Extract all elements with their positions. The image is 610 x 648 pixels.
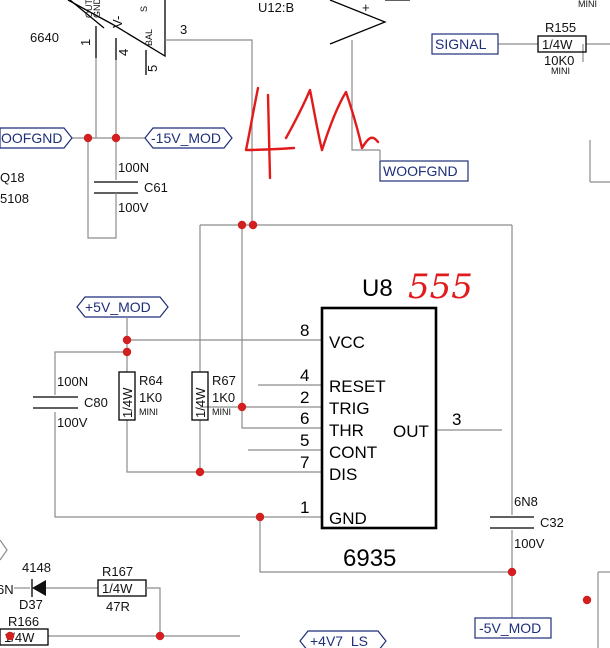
c61-ref: C61 xyxy=(144,180,168,195)
c32-voltage: 100V xyxy=(514,536,545,551)
q18-ref: Q18 xyxy=(0,170,25,185)
mini-top-right: MINI xyxy=(578,0,597,9)
q18-value: 5108 xyxy=(0,191,29,206)
r155-value: 10K0 xyxy=(544,53,574,68)
resistor-r67: 1/4W R67 1K0 MINI xyxy=(191,371,236,421)
d37-ref: D37 xyxy=(19,597,43,612)
u8-pin-name-cont: CONT xyxy=(329,443,377,462)
resistor-r64: 1/4W R64 1K0 MINI xyxy=(118,371,163,421)
net-woofgnd-left: OOFGND xyxy=(0,127,73,149)
u8-pin-name-vcc: VCC xyxy=(329,333,365,352)
c80-value: 100N xyxy=(57,374,88,389)
svg-text:WOOFGND: WOOFGND xyxy=(383,163,458,179)
c32-value: 6N8 xyxy=(514,494,538,509)
u8-pin-name-dis: DIS xyxy=(329,465,357,484)
resistor-r167: R167 1/4W 47R xyxy=(97,564,147,614)
opamp-pin-out-label: OUT xyxy=(84,0,94,18)
opamp-pin-gnd-label: GND xyxy=(92,0,102,18)
u8-pin-name-trig: TRIG xyxy=(329,399,370,418)
u8-pin-num-1: 1 xyxy=(300,498,309,517)
u8-pin-name-out: OUT xyxy=(393,422,429,441)
opamp-pin-3: 3 xyxy=(180,22,187,37)
r155-ref: R155 xyxy=(545,20,576,35)
net-p5v-mod: +5V_MOD xyxy=(76,296,169,318)
u8-pin-num-7: 7 xyxy=(300,453,309,472)
u8-pin-name-reset: RESET xyxy=(329,377,386,396)
opamp-pin-4: 4 xyxy=(116,49,131,56)
svg-text:OOFGND: OOFGND xyxy=(1,130,62,146)
opamp-pin-5: 5 xyxy=(145,65,160,72)
ref-6640: 6640 xyxy=(30,30,59,45)
u8-pin-num-2: 2 xyxy=(300,388,309,407)
diode-d37: 4148 D37 6N xyxy=(0,560,98,612)
opamp-partial: OUT GND V- S BAL 1 4 5 3 xyxy=(67,0,187,75)
opamp-right-partial: + xyxy=(329,0,410,45)
c61-value: 100N xyxy=(118,160,149,175)
opamp-ref: U12:B xyxy=(258,0,294,15)
r64-value: 1K0 xyxy=(139,390,162,405)
c80-voltage: 100V xyxy=(57,415,88,430)
d37-left-label: 6N xyxy=(0,582,14,597)
c80-ref: C80 xyxy=(84,395,108,410)
u8-pin-num-4: 4 xyxy=(300,366,309,385)
resistor-r155: R155 1/4W 10K0 MINI xyxy=(537,20,587,76)
r67-pkg: MINI xyxy=(212,407,231,417)
net-m15v-mod: -15V_MOD xyxy=(144,127,233,149)
net-m5v-mod: -5V_MOD xyxy=(474,617,552,639)
u8-pin-num-8: 8 xyxy=(300,321,309,340)
u8-ref: U8 xyxy=(362,275,393,302)
svg-text:+4V7_LS: +4V7_LS xyxy=(310,633,368,648)
r155-power: 1/4W xyxy=(542,37,573,52)
resistor-r166: R166 1/4W xyxy=(0,614,49,646)
opamp-pin-bal-label: BAL xyxy=(144,29,154,46)
handwritten-411 xyxy=(244,86,380,180)
r67-ref: R67 xyxy=(212,373,236,388)
r155-pkg: MINI xyxy=(551,66,570,76)
capacitor-c80: 100N C80 100V xyxy=(33,374,108,430)
r167-value: 47R xyxy=(106,599,130,614)
u8-pin-name-gnd: GND xyxy=(329,509,367,528)
svg-text:-5V_MOD: -5V_MOD xyxy=(479,620,541,636)
u8-pin-num-6: 6 xyxy=(300,409,309,428)
r67-value: 1K0 xyxy=(212,390,235,405)
d37-part: 4148 xyxy=(22,560,51,575)
net-woofgnd: WOOFGND xyxy=(379,160,469,182)
opamp-plus-sign: + xyxy=(362,0,370,15)
r64-ref: R64 xyxy=(139,373,163,388)
r64-pkg: MINI xyxy=(139,407,158,417)
opamp-pin-1: 1 xyxy=(78,39,93,46)
net-p4v7-ls: +4V7_LS xyxy=(299,630,387,648)
opamp-pin-s-label: S xyxy=(139,6,149,12)
u8-part: 6935 xyxy=(343,545,396,572)
opamp-pin-v-label: V- xyxy=(110,16,125,28)
r167-power: 1/4W xyxy=(102,581,133,596)
junction-dots xyxy=(5,133,592,641)
c61-voltage: 100V xyxy=(118,200,149,215)
u8-pin-num-5: 5 xyxy=(300,431,309,450)
u8-pin-num-3: 3 xyxy=(452,410,461,429)
svg-text:-15V_MOD: -15V_MOD xyxy=(151,130,221,146)
r166-ref: R166 xyxy=(8,614,39,629)
svg-text:+5V_MOD: +5V_MOD xyxy=(85,299,151,315)
handwritten-555: 555 xyxy=(408,267,473,307)
r167-ref: R167 xyxy=(102,564,133,579)
capacitor-c61: 100N C61 100V xyxy=(94,160,168,215)
r67-power: 1/4W xyxy=(193,387,208,418)
net-signal: SIGNAL xyxy=(431,33,499,55)
svg-text:SIGNAL: SIGNAL xyxy=(435,36,487,52)
ic-u8: U8 6935 8 VCC 4 RESET 2 TRIG 6 THR 5 CON… xyxy=(300,275,461,572)
r64-power: 1/4W xyxy=(120,387,135,418)
capacitor-c32: 6N8 C32 100V xyxy=(490,494,564,551)
c32-ref: C32 xyxy=(540,515,564,530)
u8-pin-name-thr: THR xyxy=(329,421,364,440)
